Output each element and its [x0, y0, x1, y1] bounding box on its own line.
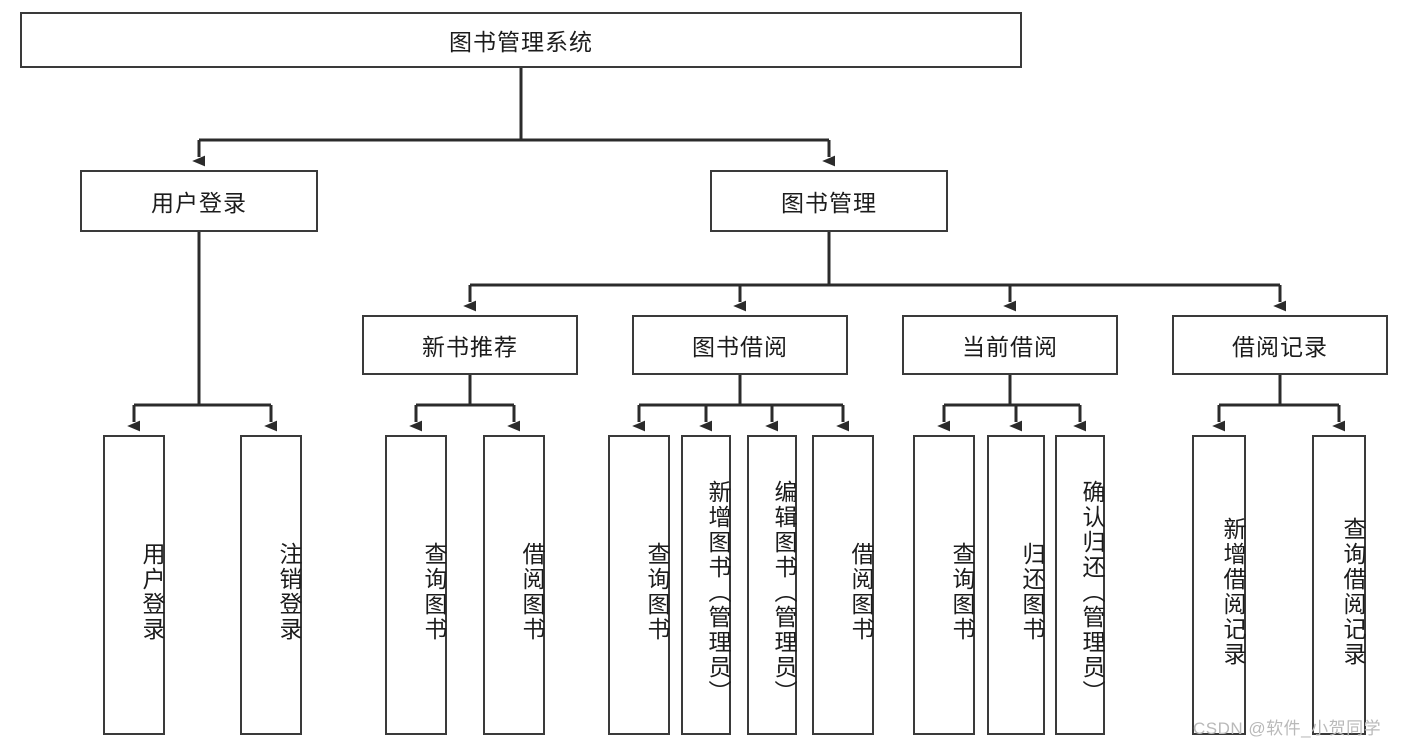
node-user-login[interactable]: 用户登录	[80, 170, 318, 232]
node-leaf-add-record[interactable]: 新增借阅记录	[1192, 435, 1246, 735]
node-current-borrow[interactable]: 当前借阅	[902, 315, 1118, 375]
node-borrow-record[interactable]: 借阅记录	[1172, 315, 1388, 375]
csdn-watermark: CSDN @软件_小贺同学	[1193, 719, 1382, 738]
node-leaf-confirm-return[interactable]: 确认归还（管理员）	[1055, 435, 1105, 735]
node-leaf-query-record[interactable]: 查询借阅记录	[1312, 435, 1366, 735]
node-leaf-logout[interactable]: 注销登录	[240, 435, 302, 735]
node-leaf-edit-book[interactable]: 编辑图书（管理员）	[747, 435, 797, 735]
node-new-book-rec[interactable]: 新书推荐	[362, 315, 578, 375]
node-leaf-borrow-book-2[interactable]: 借阅图书	[812, 435, 874, 735]
node-leaf-query-book-1[interactable]: 查询图书	[385, 435, 447, 735]
node-root[interactable]: 图书管理系统	[20, 12, 1022, 68]
node-leaf-return-book[interactable]: 归还图书	[987, 435, 1045, 735]
node-book-borrow[interactable]: 图书借阅	[632, 315, 848, 375]
node-leaf-add-book[interactable]: 新增图书（管理员）	[681, 435, 731, 735]
node-book-manage[interactable]: 图书管理	[710, 170, 948, 232]
node-leaf-user-login[interactable]: 用户登录	[103, 435, 165, 735]
node-leaf-query-book-3[interactable]: 查询图书	[913, 435, 975, 735]
node-leaf-borrow-book-1[interactable]: 借阅图书	[483, 435, 545, 735]
node-leaf-query-book-2[interactable]: 查询图书	[608, 435, 670, 735]
